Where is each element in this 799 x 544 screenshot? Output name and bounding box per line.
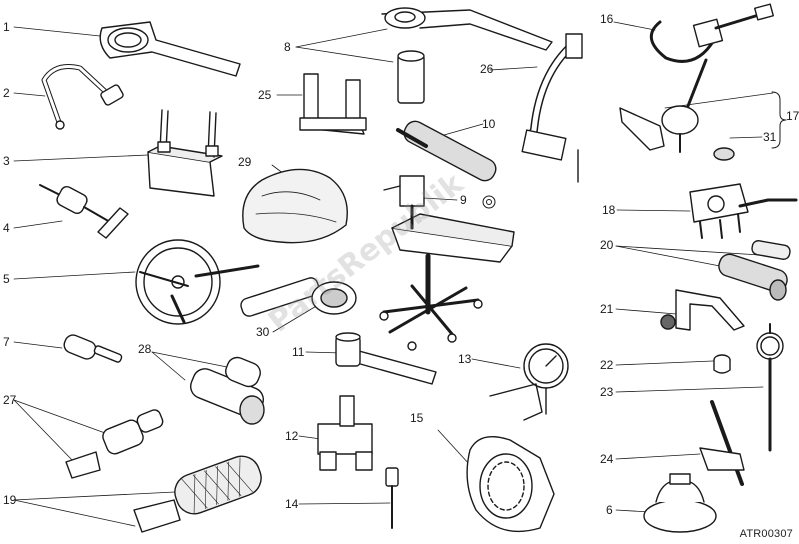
callout-11: 11	[292, 345, 305, 359]
tool-u-bracket	[299, 73, 367, 135]
callout-21: 21	[600, 302, 614, 316]
callout-7: 7	[3, 335, 10, 349]
tool-press-handle	[396, 120, 497, 182]
callout-14: 14	[285, 497, 299, 511]
callout-16: 16	[600, 12, 614, 26]
callout-4: 4	[3, 221, 10, 235]
tool-timing-gauge	[619, 58, 735, 161]
callout-8: 8	[284, 40, 291, 54]
tool-flange-puller	[689, 183, 798, 239]
callout-23: 23	[600, 385, 614, 399]
tool-drift-pair	[718, 240, 791, 301]
tool-stud-plate	[147, 109, 223, 197]
tool-socket-spanner	[335, 332, 437, 385]
tool-t-handle-puller	[39, 184, 129, 239]
callout-19: 19	[3, 493, 17, 507]
callout-15: 15	[410, 411, 424, 425]
callout-5: 5	[3, 272, 10, 286]
tool-cap	[713, 354, 731, 374]
callout-25: 25	[258, 88, 272, 102]
tool-probe-pin	[385, 467, 399, 529]
callout-17: 17	[786, 109, 799, 123]
tool-knurled-drift	[133, 455, 262, 533]
tool-protective-cover	[242, 168, 348, 244]
callout-29: 29	[238, 155, 252, 169]
callout-2: 2	[3, 86, 10, 100]
tool-strap-wrench	[649, 3, 774, 63]
tool-base-stand	[643, 473, 717, 533]
callout-26: 26	[480, 62, 494, 76]
tool-degree-wheel	[135, 239, 260, 325]
callout-10: 10	[482, 117, 496, 131]
tool-sleeve-pair	[189, 356, 265, 425]
callout-18: 18	[602, 203, 616, 217]
brace-17	[771, 91, 787, 149]
tool-threaded-pin	[63, 334, 123, 363]
tool-gauge-stand	[699, 400, 745, 486]
callout-31: 31	[763, 130, 777, 144]
callout-6: 6	[606, 503, 613, 517]
callout-28: 28	[138, 342, 152, 356]
gear-icon	[482, 195, 496, 209]
tool-engine-stand	[379, 175, 515, 351]
tool-ring-wrench	[466, 436, 555, 533]
tool-ring-spanner	[99, 21, 241, 77]
leader-lines	[13, 21, 774, 527]
callout-3: 3	[3, 154, 10, 168]
tool-hook-wrench	[41, 64, 124, 130]
tool-angle-bracket	[660, 289, 745, 331]
callout-30: 30	[256, 325, 270, 339]
tool-dial-gauge-23	[756, 323, 784, 452]
drawing-code: ATR00307	[739, 528, 793, 540]
tool-dial-indicator-13	[489, 343, 569, 421]
callout-22: 22	[600, 358, 614, 372]
callout-20: 20	[600, 238, 614, 252]
callout-13: 13	[458, 352, 472, 366]
callout-12: 12	[285, 429, 299, 443]
tool-socket-handle	[240, 277, 357, 317]
tool-pinion-holder	[381, 7, 553, 104]
callout-27: 27	[3, 393, 17, 407]
callout-9: 9	[460, 193, 467, 207]
callout-24: 24	[600, 452, 614, 466]
tool-drift-set	[65, 409, 164, 479]
callout-1: 1	[3, 20, 10, 34]
tool-arc-bracket	[521, 33, 583, 183]
tool-holding-block	[317, 395, 373, 471]
